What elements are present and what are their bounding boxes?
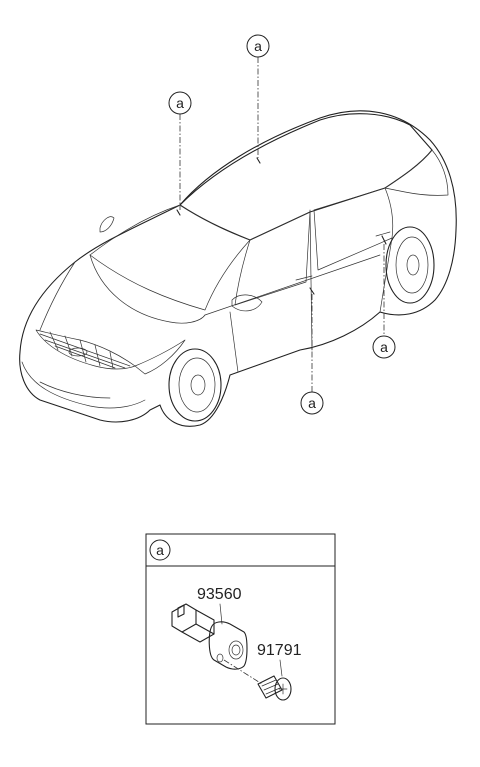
detail-box: a 93560 91791	[145, 533, 336, 725]
part-number-93560: 93560	[197, 586, 242, 603]
callout-label: a	[176, 95, 184, 111]
leader-91791	[279, 659, 283, 677]
car-illustration	[19, 110, 457, 427]
callout-roof-front: a	[168, 91, 192, 115]
detail-box-header-callout: a	[149, 539, 171, 561]
callout-label: a	[308, 395, 316, 411]
callout-label: a	[380, 339, 388, 355]
callout-roof-rear: a	[246, 34, 270, 58]
part-number-91791: 91791	[257, 642, 302, 659]
detail-box-header-label: a	[156, 542, 164, 558]
leader-lines	[179, 57, 385, 392]
detail-box-frame	[145, 533, 336, 725]
leader-93560	[219, 603, 223, 625]
callout-label: a	[254, 38, 262, 54]
screw-part	[257, 675, 292, 701]
door-switch-part	[171, 603, 263, 685]
callout-front-door: a	[300, 391, 324, 415]
callout-rear-door: a	[372, 335, 396, 359]
